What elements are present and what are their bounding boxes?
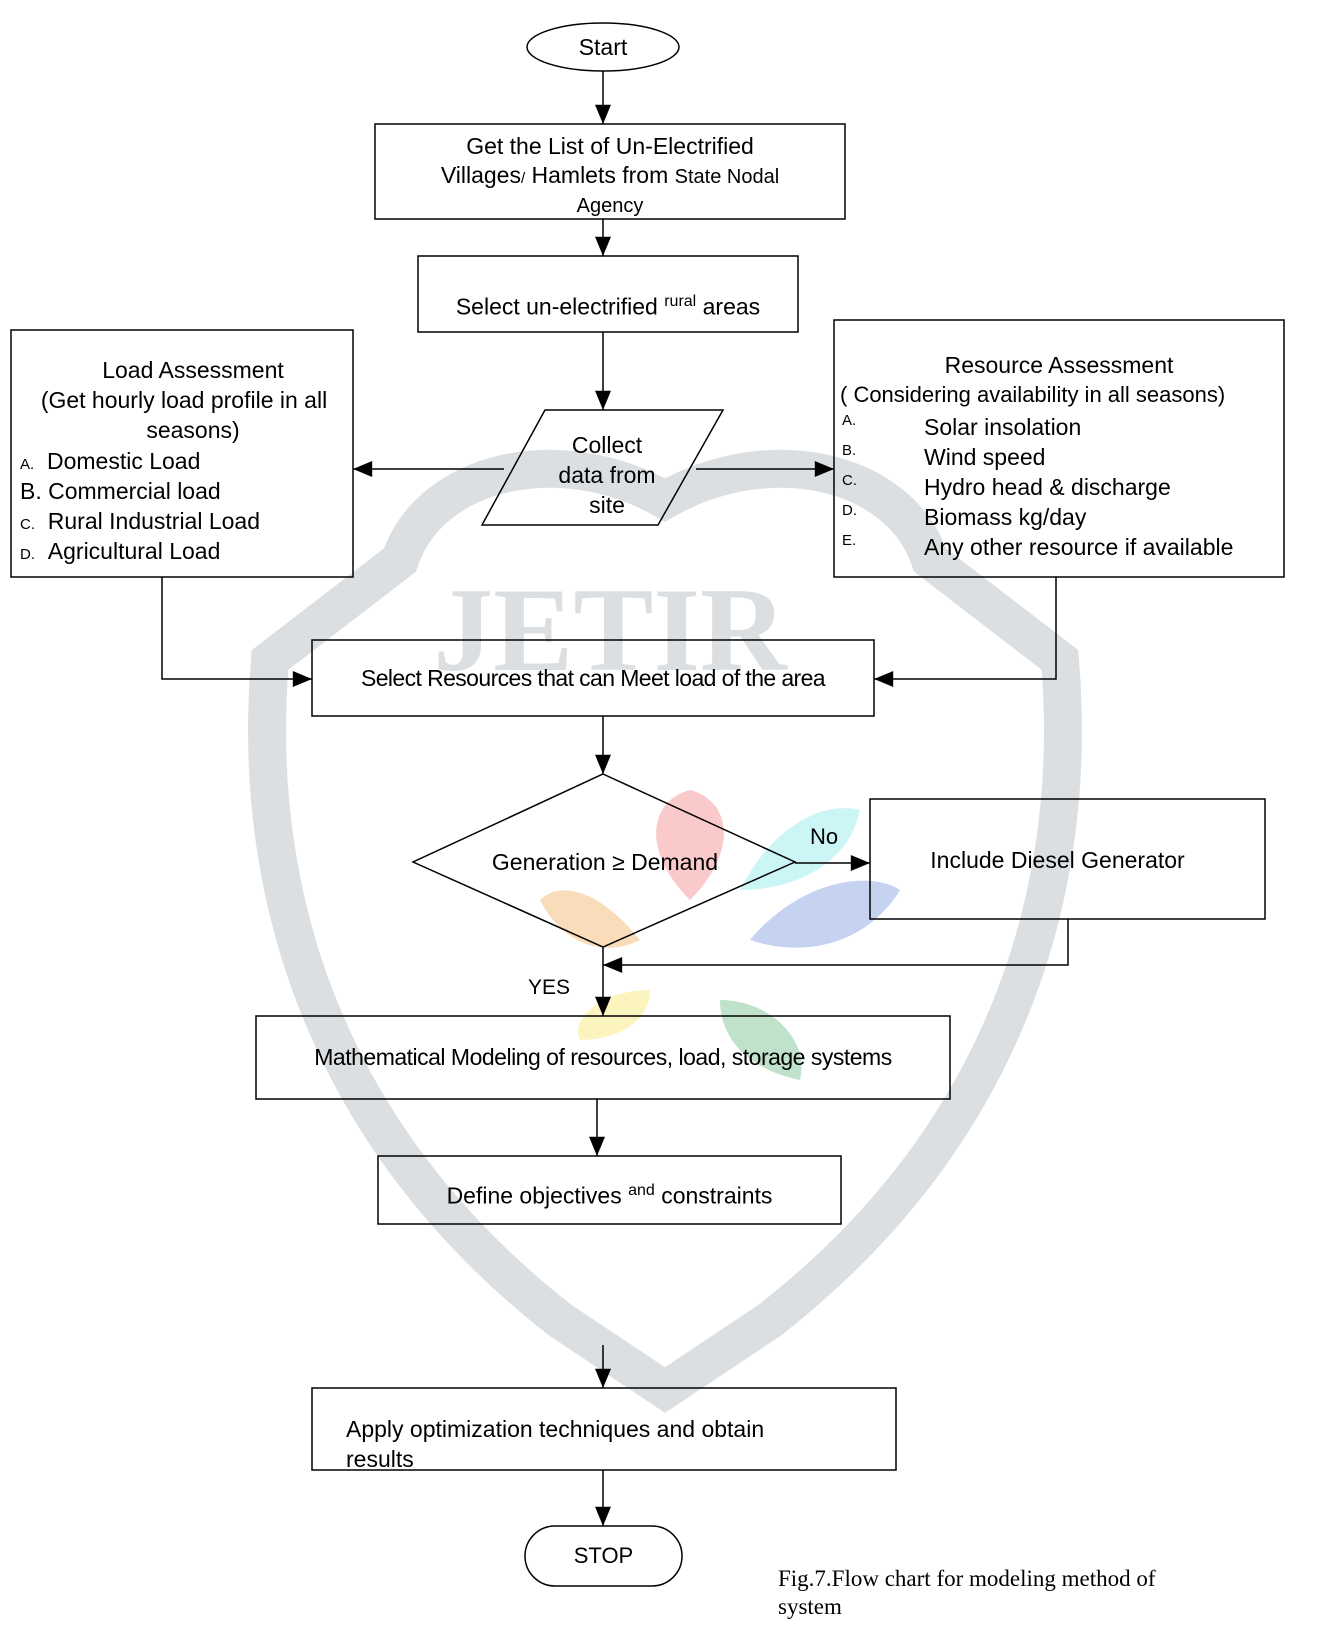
resource-item-c-text: Hydro head & discharge (924, 474, 1171, 500)
collect-line2: data from (558, 462, 656, 488)
load-item-b-letter: B. (20, 478, 42, 504)
watermark-petal-cyan (740, 808, 860, 890)
edge-label-no: No (810, 824, 839, 849)
decision-text: Generation ≥ Demand (491, 849, 719, 875)
resource-item-e-letter: E. (842, 532, 857, 549)
select-areas-c: areas (696, 293, 761, 320)
watermark-petal-blue (750, 880, 900, 948)
objectives-c: constraints (654, 1182, 773, 1209)
get-list-line2-hamlets: Hamlets from (525, 162, 675, 188)
get-list-line1: Get the List of Un-Electrified (466, 133, 754, 159)
arrow-resource-to-select-resources (874, 577, 1057, 687)
watermark-petal-green (720, 1000, 802, 1080)
watermark-petal-orange (540, 890, 640, 948)
diesel-text: Include Diesel Generator (930, 847, 1185, 873)
watermark (248, 449, 1082, 1413)
select-areas-a: Select un-electrified (455, 293, 665, 320)
load-assessment-subtitle1: (Get hourly load profile in all (40, 387, 328, 413)
arrow-diesel-return (603, 919, 1069, 973)
load-item-a-text: Domestic Load (46, 448, 201, 474)
caption-line2: system (778, 1594, 842, 1619)
load-item-d-letter: D. (20, 546, 35, 563)
load-item-c-letter: C. (20, 516, 35, 533)
arrow-load-to-select-resources (161, 577, 312, 687)
load-item-b-text: Commercial load (48, 478, 221, 504)
optimization-text: Apply optimization techniques and obtain… (346, 1414, 894, 1468)
collect-text: Collect data from site (532, 430, 682, 520)
watermark-text: JETIR (433, 563, 788, 696)
resource-assessment-box (833, 319, 1285, 578)
objectives-text: Define objectives and constraints (378, 1176, 841, 1211)
resource-assessment-subtitle: ( Considering availability in all season… (840, 382, 1226, 407)
load-item-d-text: Agricultural Load (47, 538, 221, 564)
resource-item-e-text: Any other resource if available (924, 534, 1234, 560)
get-list-line2-slash: / (520, 170, 526, 187)
get-list-line2-agency-name: State Nodal (674, 166, 780, 188)
get-list-line2: Villages/ Hamlets from State Nodal (377, 161, 843, 193)
objectives-box (377, 1155, 842, 1225)
optimization-line1: Apply optimization techniques and obtain (346, 1416, 765, 1442)
resource-item-b-text: Wind speed (924, 444, 1046, 470)
modeling-text: Mathematical Modeling of resources, load… (314, 1044, 892, 1070)
stop-label: STOP (573, 1543, 634, 1568)
select-areas-rural: rural (664, 293, 697, 310)
load-item-a-letter: A. (20, 456, 35, 473)
watermark-shield (248, 449, 1082, 1413)
resource-item-d-letter: D. (842, 502, 857, 519)
resource-item-a-text: Solar insolation (924, 414, 1082, 440)
collect-line1: Collect (571, 432, 643, 458)
resource-item-b-letter: B. (842, 442, 857, 459)
objectives-and: and (628, 1182, 655, 1199)
optimization-line2: results (346, 1446, 414, 1468)
watermark-petal-red (656, 790, 724, 900)
load-assessment-subtitle2: seasons) (146, 417, 240, 443)
edge-label-yes: YES (528, 976, 571, 999)
caption-line1: Fig.7.Flow chart for modeling method of (778, 1566, 1156, 1591)
resource-item-c-letter: C. (842, 472, 857, 489)
load-item-c: C. Rural Industrial Load (20, 506, 260, 540)
select-resources-text: Select Resources that can Meet load of t… (360, 665, 826, 691)
objectives-a: Define objectives (446, 1182, 629, 1209)
figure-caption: Fig.7.Flow chart for modeling method of … (778, 1565, 1208, 1633)
load-item-a: A. Domestic Load (20, 446, 200, 480)
select-areas-box (417, 255, 799, 333)
resource-item-d-text: Biomass kg/day (924, 504, 1087, 530)
select-areas-text: Select un-electrified rural areas (418, 287, 798, 322)
get-list-line3: Agency (576, 195, 644, 217)
load-assessment-box (10, 329, 354, 578)
get-list-line2-villages: Villages (440, 162, 521, 188)
load-assessment-title: Load Assessment (102, 357, 284, 383)
load-item-d: D. Agricultural Load (20, 536, 220, 570)
load-item-b: B. Commercial load (20, 476, 221, 506)
watermark-petal-yellow (578, 990, 650, 1040)
get-list-text: Get the List of Un-Electrified Villages/… (377, 132, 843, 219)
resource-assessment-title: Resource Assessment (944, 352, 1174, 378)
resource-item-a-letter: A. (842, 412, 857, 429)
collect-line3: site (589, 492, 625, 518)
collect-data-parallelogram (480, 409, 725, 526)
load-item-c-text: Rural Industrial Load (47, 508, 261, 534)
start-label: Start (578, 34, 628, 60)
